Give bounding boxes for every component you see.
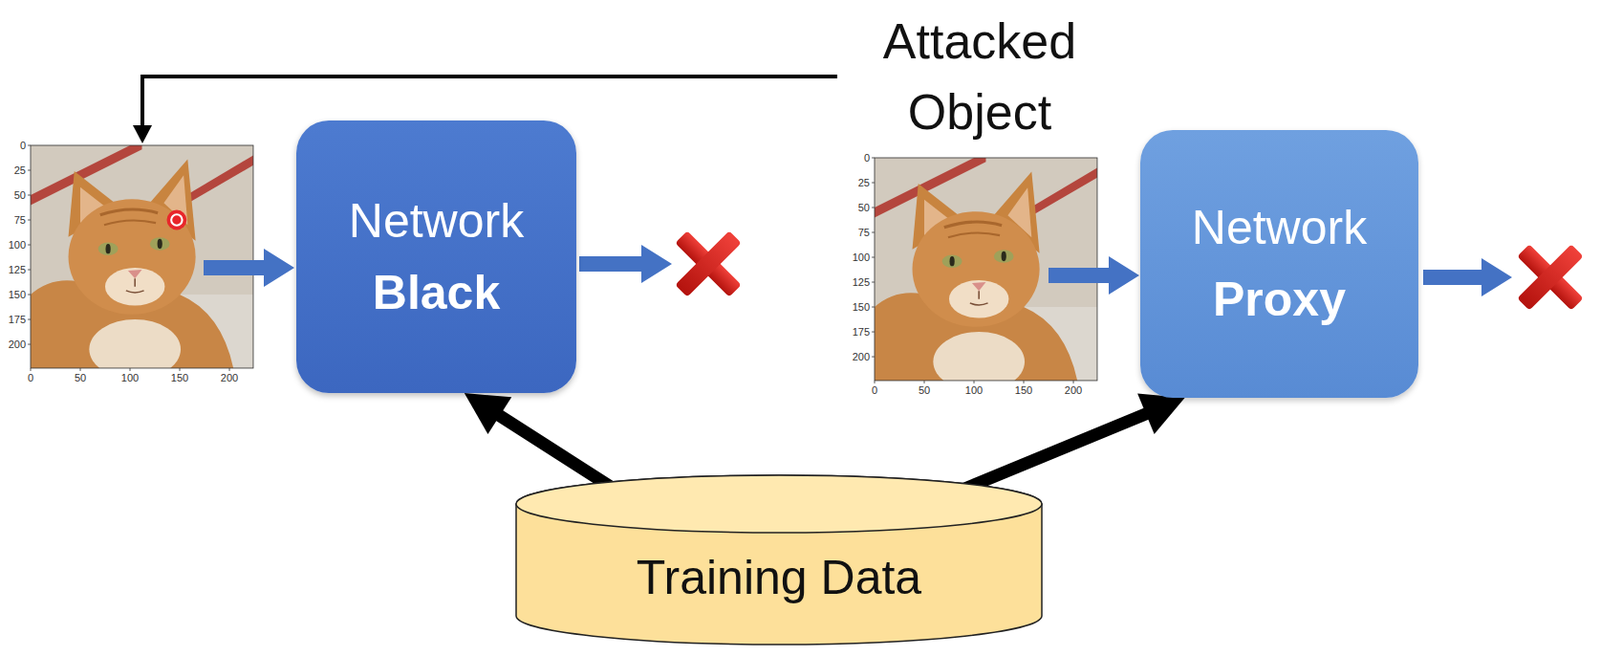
tick-mark: [871, 356, 875, 358]
tick-mark: [27, 219, 31, 221]
connector-arrowhead: [464, 392, 512, 434]
tick-mark: [27, 244, 31, 246]
axis-tick-label: 75: [14, 214, 26, 227]
axis-tick-label: 0: [864, 151, 870, 165]
axis-tick-label: 0: [27, 371, 34, 385]
tick-mark: [27, 319, 31, 321]
flow-arrow: [1048, 256, 1140, 295]
axis-tick-label: 150: [1015, 384, 1033, 397]
tick-mark: [871, 232, 875, 234]
annotation-label: Attacked Object: [836, 5, 1124, 148]
axis-tick-label: 0: [20, 139, 26, 152]
axis-tick-label: 175: [852, 325, 870, 339]
tick-mark: [80, 367, 82, 371]
cylinder-top: [516, 475, 1042, 533]
flow-connector: [937, 393, 1186, 500]
axis-tick-label: 200: [852, 350, 870, 364]
tick-mark: [874, 380, 876, 384]
axis-tick-label: 100: [852, 251, 870, 264]
axis-tick-label: 75: [858, 226, 870, 239]
axis-tick-label: 0: [871, 384, 878, 397]
node-title: Training Data: [636, 548, 922, 606]
node-title: Network: [1191, 192, 1367, 264]
cat-picture: [30, 139, 254, 380]
tick-mark: [1023, 380, 1025, 384]
tick-mark: [129, 367, 131, 371]
axis-tick-label: 125: [852, 276, 870, 289]
axis-tick-label: 50: [918, 384, 930, 397]
database-cylinder: Training Data: [515, 474, 1043, 646]
cat-image: [30, 139, 254, 380]
tick-mark: [30, 367, 32, 371]
attack-dot-ring: [171, 214, 182, 225]
tick-mark: [871, 331, 875, 333]
network-box: NetworkBlack: [296, 120, 577, 393]
axis-tick-label: 50: [858, 201, 870, 215]
axis-tick-label: 100: [965, 384, 983, 397]
axis-tick-label: 150: [8, 288, 26, 302]
axis-tick-label: 200: [1064, 384, 1082, 397]
cross-bar: [674, 230, 741, 297]
tick-mark: [871, 306, 875, 308]
tick-mark: [871, 157, 875, 159]
tick-mark: [871, 281, 875, 283]
wrong-cross: [1495, 222, 1600, 331]
flow-arrow: [203, 248, 295, 287]
tick-mark: [973, 380, 975, 384]
attack-dot: [166, 210, 187, 231]
tick-mark: [924, 380, 926, 384]
axis-tick-label: 50: [74, 371, 87, 385]
flow-arrow: [579, 244, 672, 283]
axis-tick-label: 25: [14, 164, 26, 177]
tick-mark: [1073, 380, 1075, 384]
axis-tick-label: 150: [171, 371, 189, 385]
node-title: Network: [348, 185, 524, 258]
cross-bar: [1516, 243, 1583, 310]
axis-tick-label: 100: [8, 238, 26, 252]
cross-bar: [1516, 243, 1583, 310]
tick-mark: [27, 294, 31, 296]
tick-mark: [27, 170, 31, 172]
axis-tick-label: 200: [220, 371, 238, 385]
axis-tick-label: 125: [8, 263, 26, 277]
network-box: NetworkProxy: [1140, 129, 1419, 398]
axes-frame: [30, 145, 254, 368]
tick-mark: [27, 194, 31, 196]
tick-mark: [27, 344, 31, 346]
axis-tick-label: 100: [121, 371, 139, 385]
axis-tick-label: 175: [8, 313, 26, 326]
tick-mark: [27, 269, 31, 271]
tick-mark: [229, 367, 231, 371]
wrong-cross: [653, 209, 762, 318]
cross-bar: [674, 230, 741, 297]
node-subtitle: Proxy: [1212, 263, 1346, 336]
tick-mark: [27, 145, 31, 147]
connector-arrowhead: [1137, 393, 1185, 435]
axis-tick-label: 150: [852, 301, 870, 314]
axis-tick-label: 25: [858, 176, 870, 190]
axis-tick-label: 50: [14, 189, 26, 202]
leader-arrowhead: [132, 125, 152, 144]
node-subtitle: Black: [372, 257, 500, 329]
cylinder-body: [516, 475, 1042, 645]
attack-dot-core: [173, 216, 180, 223]
tick-mark: [179, 367, 181, 371]
tick-mark: [871, 182, 875, 184]
tick-mark: [871, 207, 875, 209]
tick-mark: [871, 257, 875, 259]
axis-tick-label: 200: [8, 338, 26, 351]
flow-arrow: [1423, 258, 1513, 297]
